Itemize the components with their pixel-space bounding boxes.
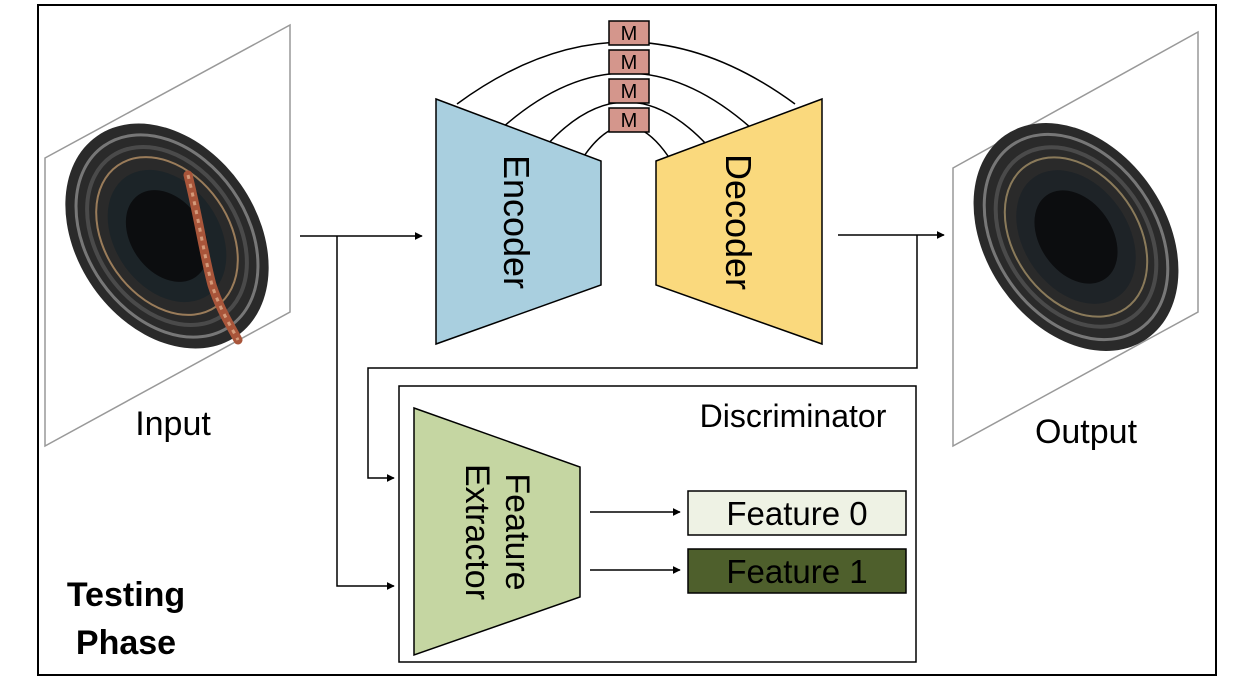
memory-module-1 (608, 20, 650, 46)
memory-module-4 (608, 107, 650, 133)
input-label: Input (135, 405, 211, 443)
phase-label-line2: Phase (76, 624, 176, 662)
svg-text:M: M (621, 110, 638, 132)
svg-text:M: M (621, 81, 638, 103)
feature0-box (687, 490, 907, 536)
feature-extractor-label-line2: Extractor (458, 464, 496, 600)
feature1-label: Feature 1 (726, 553, 867, 590)
discriminator-label: Discriminator (700, 398, 887, 434)
decoder-label: Decoder (718, 154, 759, 290)
feature-extractor-block (413, 406, 581, 657)
encoder-block (435, 97, 602, 346)
feature1-box (687, 548, 907, 594)
output-to-extractor-arrow (367, 235, 918, 482)
output-label: Output (1035, 413, 1138, 451)
output-ring-image (973, 123, 1179, 351)
decoder-block (655, 97, 823, 346)
flow-arrows (300, 231, 945, 590)
encoder-label: Encoder (496, 155, 537, 289)
memory-modules: M M M M (608, 20, 650, 133)
memory-module-3 (608, 78, 650, 104)
feature-extractor-label-line1: Feature (498, 473, 536, 590)
output-image-panel (952, 30, 1199, 448)
discriminator-box (398, 385, 917, 663)
phase-label-line1: Testing (67, 576, 185, 614)
svg-text:M: M (621, 52, 638, 74)
svg-text:M: M (621, 23, 638, 45)
memory-module-2 (608, 49, 650, 75)
feature0-label: Feature 0 (726, 495, 867, 532)
input-to-extractor-arrow (336, 236, 395, 590)
input-image-panel (44, 23, 291, 448)
